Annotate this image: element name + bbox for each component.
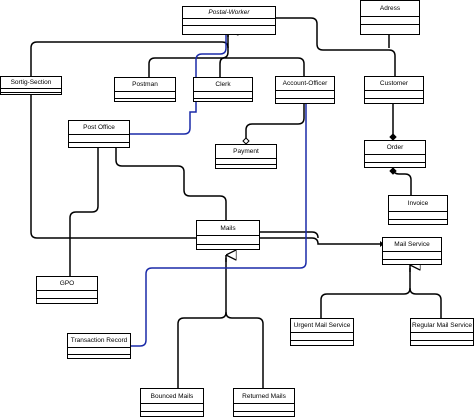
postman-to-postal-worker-connector xyxy=(148,33,229,77)
class-bounced-mails-attributes xyxy=(141,404,203,412)
class-invoice-attributes xyxy=(389,212,447,220)
class-customer-attributes xyxy=(365,91,423,99)
class-customer-name: Customer xyxy=(365,77,423,91)
class-bounced-mails[interactable]: Bounced Mails xyxy=(140,388,204,417)
class-postal-worker-name: Postal-Worker xyxy=(183,7,275,19)
class-sortig-section-attributes xyxy=(1,89,61,93)
class-postman-name: Postman xyxy=(115,78,175,92)
class-clerk-name: Clerk xyxy=(194,78,252,92)
account-officer-to-payment-connector xyxy=(245,104,305,138)
sortig-section-to-postal-worker-connector xyxy=(30,41,229,76)
class-mail-service-name: Mail Service xyxy=(383,238,441,252)
class-payment-name: Payment xyxy=(216,145,276,159)
clerk-to-postal-worker-connector xyxy=(219,57,228,77)
class-postal-worker-attributes xyxy=(183,19,275,26)
class-transaction-record-attributes xyxy=(68,348,130,355)
class-bounced-mails-name: Bounced Mails xyxy=(141,389,203,404)
urgent-mail-service-to-mail-service-connector xyxy=(320,268,411,318)
bounced-mails-to-mails-connector xyxy=(177,258,227,388)
account-officer-to-postal-worker-connector xyxy=(228,57,305,76)
class-adress-attributes xyxy=(361,17,419,25)
postal-worker-to-customer-connector xyxy=(276,17,396,76)
class-post-office-name: Post Office xyxy=(69,121,129,135)
class-invoice[interactable]: Invoice xyxy=(388,195,448,225)
class-invoice-name: Invoice xyxy=(389,196,447,212)
class-gpo-attributes xyxy=(37,291,97,299)
class-clerk[interactable]: Clerk xyxy=(193,77,253,102)
class-postal-worker[interactable]: Postal-Worker xyxy=(182,6,276,35)
class-transaction-record[interactable]: Transaction Record xyxy=(67,333,131,359)
class-order[interactable]: Order xyxy=(364,140,426,168)
class-regular-mail-service-name: Regular Mail Service xyxy=(411,319,473,333)
class-adress[interactable]: Adress xyxy=(360,0,420,35)
sortig-section-to-mail-service-connector xyxy=(30,95,380,245)
class-sortig-section-name: Sortig-Section xyxy=(1,77,61,89)
post-office-to-postal-worker-blue-connector xyxy=(130,34,227,135)
class-customer[interactable]: Customer xyxy=(364,76,424,104)
regular-mail-service-to-mail-service-connector xyxy=(409,287,442,318)
transaction-record-to-account-officer-blue-connector xyxy=(131,104,307,347)
class-returned-mails[interactable]: Returned Mails xyxy=(233,388,295,417)
class-regular-mail-service-attributes xyxy=(411,333,473,341)
class-urgent-mail-service[interactable]: Urgent Mail Service xyxy=(290,318,354,346)
class-payment[interactable]: Payment xyxy=(215,144,277,169)
class-mail-service-attributes xyxy=(383,252,441,260)
class-mails-name: Mails xyxy=(197,221,259,236)
class-returned-mails-name: Returned Mails xyxy=(234,389,294,404)
class-urgent-mail-service-attributes xyxy=(291,333,353,341)
class-postman[interactable]: Postman xyxy=(114,77,176,102)
class-payment-attributes xyxy=(216,159,276,165)
class-account-officer[interactable]: Account-Officer xyxy=(275,76,335,104)
class-gpo-name: GPO xyxy=(37,277,97,291)
class-order-attributes xyxy=(365,155,425,163)
invoice-to-order-connector xyxy=(392,167,412,195)
class-clerk-attributes xyxy=(194,92,252,99)
class-gpo[interactable]: GPO xyxy=(36,276,98,304)
composition-diamond-invoice xyxy=(389,167,397,175)
class-account-officer-name: Account-Officer xyxy=(276,77,334,91)
class-order-name: Order xyxy=(365,141,425,155)
post-office-to-mails-connector xyxy=(115,148,227,220)
class-post-office[interactable]: Post Office xyxy=(68,120,130,148)
class-adress-name: Adress xyxy=(361,1,419,17)
class-mails-attributes xyxy=(197,236,259,245)
class-mails[interactable]: Mails xyxy=(196,220,260,250)
class-postman-attributes xyxy=(115,92,175,99)
class-sortig-section[interactable]: Sortig-Section xyxy=(0,76,62,95)
returned-mails-to-mails-connector xyxy=(225,311,264,388)
class-account-officer-attributes xyxy=(276,91,334,99)
class-mail-service[interactable]: Mail Service xyxy=(382,237,442,265)
mails-to-mail-service-connector xyxy=(260,231,319,239)
class-regular-mail-service[interactable]: Regular Mail Service xyxy=(410,318,474,346)
class-returned-mails-attributes xyxy=(234,404,294,412)
class-post-office-attributes xyxy=(69,135,129,143)
class-urgent-mail-service-name: Urgent Mail Service xyxy=(291,319,353,333)
class-transaction-record-name: Transaction Record xyxy=(68,334,130,348)
post-office-to-gpo-connector xyxy=(69,148,99,276)
